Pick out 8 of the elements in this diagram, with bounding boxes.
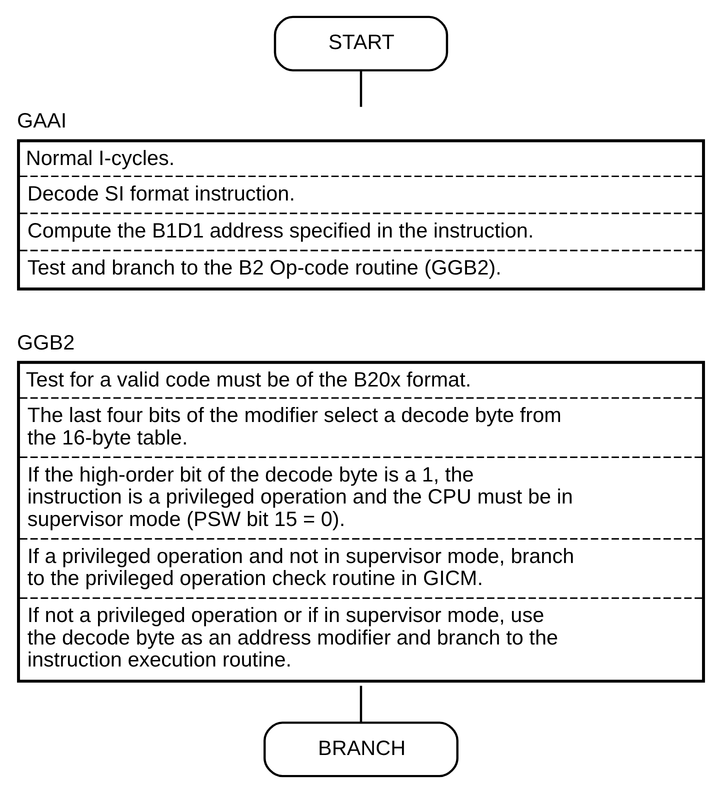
connector: [360, 686, 362, 722]
node-label: GGB2: [17, 331, 75, 354]
node-box: BRANCH: [264, 722, 458, 778]
connector: [360, 70, 362, 107]
node-box: START: [274, 16, 448, 72]
node-box: Normal I-cycles. Decode SI format instruction. Compute the B1D1 address specified in the instruction. Test and branch to the B2 Op-code routine (GGB2).: [17, 139, 705, 290]
node-box: Test for a valid code must be of the B20x format. The last four bits of the modifier select a decode byte from the 16-byte table. If the high-order bit of the decode byte is a 1, the instruction is a privileged operation and the CPU must be in supervisor mode (PSW bit 15 = 0). If a privileged operation and not in supervisor mode, branch to the privileged operation check routine in GICM. If not a privileged operation or if in supervisor mode, use the decode byte as an address modifier and branch to the instruction execution routine.: [17, 360, 705, 683]
node-label: GAAI: [17, 110, 67, 133]
